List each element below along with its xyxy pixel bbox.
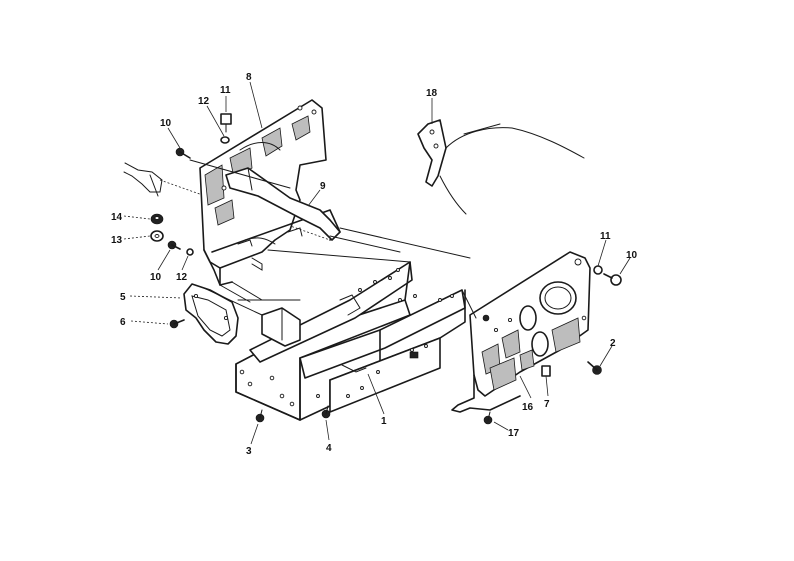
callout-11: 11 [600,231,611,242]
callout-16: 14 [111,212,123,223]
callout-14: 12 [198,96,210,107]
assembly-lines [189,159,477,319]
callout-15: 13 [111,235,123,246]
callout-10-lower: 10 [150,272,162,283]
washer-15 [150,230,164,242]
washer-14 [220,136,230,144]
bolt-10-upper [175,147,191,159]
cover-plate [183,283,239,345]
callout-4: 4 [326,443,332,454]
bolt-3 [255,409,265,423]
callout-1: 1 [381,416,387,427]
callout-2: 2 [610,338,616,349]
nut-16 [150,213,164,225]
callout-7: 7 [544,399,550,410]
bolt-4 [321,405,331,419]
bolt-13 [220,113,232,133]
callout-10-upper: 10 [160,118,172,129]
callout-9: 9 [320,181,326,192]
callout-18: 16 [522,402,534,413]
callout-3: 3 [246,446,252,457]
bolt-2 [587,361,602,375]
callout-8: 8 [246,72,252,83]
callout-12: 12 [176,272,188,283]
rear-support-bracket [123,162,331,241]
front-dash-panel [451,251,591,413]
washer-12 [186,248,194,256]
callout-10-right: 10 [626,250,638,261]
callout-labels: 8 11 12 10 9 18 14 13 10 12 5 6 3 4 1 11… [111,72,638,457]
callout-6: 6 [120,317,126,328]
callout-5: 5 [120,292,126,303]
main-frame [235,261,466,421]
hardware-parts [150,113,622,425]
cross-brace [225,167,341,241]
callout-17: 18 [426,88,438,99]
bolt-10-lower [167,240,181,250]
washer-11 [593,265,603,275]
steering-column-bracket [417,119,585,215]
callout-13: 11 [220,85,231,96]
leader-lines [123,81,631,445]
callout-19: 17 [508,428,520,439]
bolt-10-right [603,273,622,286]
bolt-19 [483,411,493,425]
bolt-6 [169,319,185,329]
